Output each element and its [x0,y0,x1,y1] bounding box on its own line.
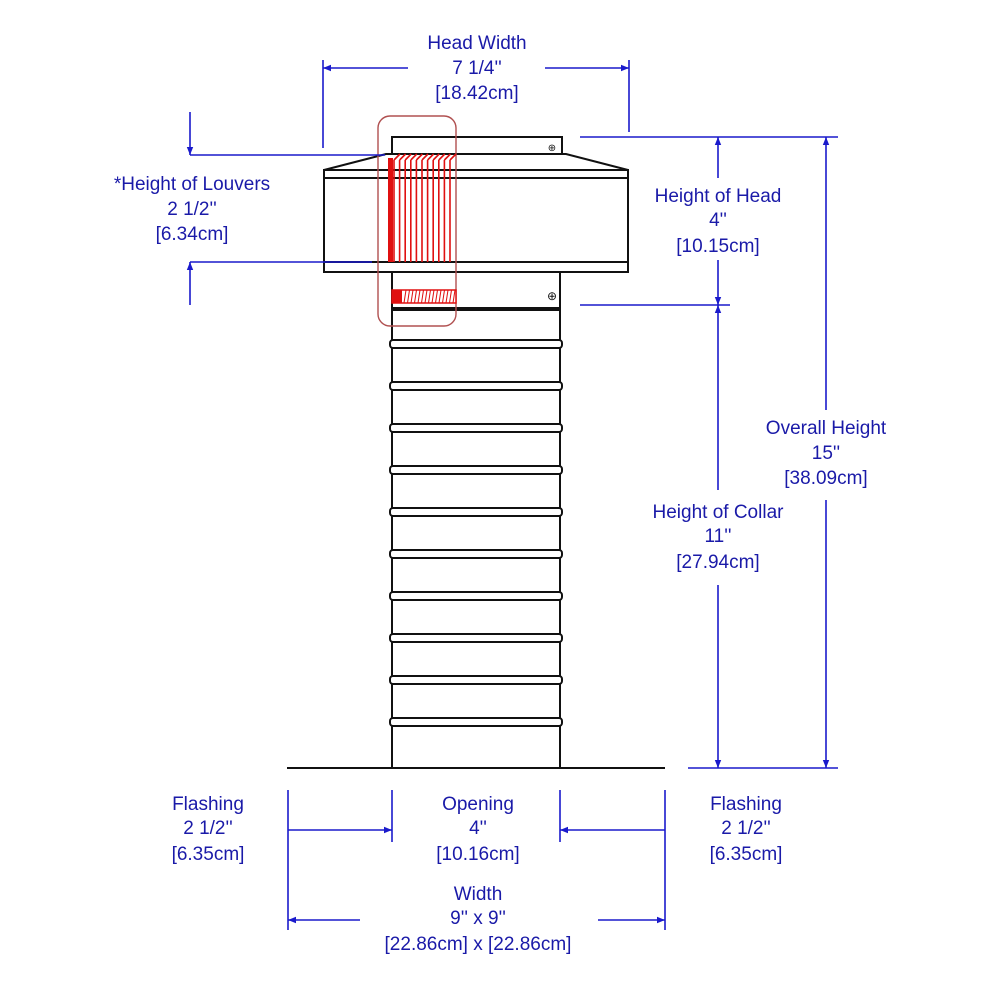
width-label: Width 9'' x 9'' [22.86cm] x [22.86cm] [385,884,572,955]
collar-ring [389,423,563,433]
flashing-right-label: Flashing 2 1/2'' [6.35cm] [710,794,783,865]
svg-text:9'' x 9'': 9'' x 9'' [450,908,506,929]
svg-text:11'': 11'' [705,526,732,547]
svg-text:[10.16cm]: [10.16cm] [436,844,519,865]
collar-ring [389,339,563,349]
svg-text:*Height of Louvers: *Height of Louvers [114,174,270,195]
svg-text:Flashing: Flashing [172,794,244,815]
louver-line [426,153,435,262]
svg-text:7 1/4'': 7 1/4'' [452,58,502,79]
svg-text:2 1/2'': 2 1/2'' [721,818,771,839]
louver-line [438,153,446,262]
collar-body [391,309,561,769]
svg-text:Height of Collar: Height of Collar [653,502,785,523]
head-width-label: Head Width 7 1/4'' [18.42cm] [427,33,526,104]
opening-label: Opening 4'' [10.16cm] [436,794,519,865]
svg-text:Height of Head: Height of Head [655,186,782,207]
collar-ring [389,717,563,727]
louver-highlight [377,115,457,327]
louver-line [443,153,451,262]
collar-ring [389,633,563,643]
louver-line [421,153,429,262]
svg-text:Opening: Opening [442,794,514,815]
louver-line [415,153,423,262]
svg-text:2 1/2'': 2 1/2'' [183,818,233,839]
svg-text:Head Width: Head Width [427,33,526,54]
svg-text:[6.35cm]: [6.35cm] [172,844,245,865]
collar-ring [389,591,563,601]
screw-icon: ⊕ [547,289,557,303]
svg-text:[22.86cm] x [22.86cm]: [22.86cm] x [22.86cm] [385,934,572,955]
louver-lines [388,153,457,262]
svg-text:Overall Height: Overall Height [766,418,887,439]
head-body [323,169,629,267]
svg-text:[6.35cm]: [6.35cm] [710,844,783,865]
svg-text:Flashing: Flashing [710,794,782,815]
louver-line [449,153,457,262]
louver-line [398,153,407,262]
louver-line [404,153,412,262]
louver-line [393,153,401,262]
collar-ring [389,465,563,475]
dimension-lines [186,60,838,930]
louver-line [432,153,440,262]
svg-text:2 1/2'': 2 1/2'' [167,199,217,220]
collar-ring [389,675,563,685]
flashing-left-label: Flashing 2 1/2'' [6.35cm] [172,794,245,865]
collar-ring [389,549,563,559]
svg-text:Width: Width [454,884,503,905]
head-height-label: Height of Head 4'' [10.15cm] [655,186,782,257]
svg-text:⊕: ⊕ [548,143,556,154]
svg-text:15'': 15'' [812,443,840,464]
svg-text:[38.09cm]: [38.09cm] [784,468,867,489]
collar-height-label: Height of Collar 11'' [27.94cm] [653,502,785,573]
collar-rings [389,339,563,727]
head-cap [323,153,629,171]
svg-text:[10.15cm]: [10.15cm] [676,236,759,257]
vent-drawing: ⊕ ⊕ [287,115,665,769]
svg-text:4'': 4'' [709,210,727,231]
louver-edge [388,158,393,262]
overall-height-label: Overall Height 15'' [38.09cm] [766,418,887,489]
cap-top [391,136,563,155]
louver-line [410,153,418,262]
svg-text:[27.94cm]: [27.94cm] [676,552,759,573]
svg-text:4'': 4'' [469,818,487,839]
collar-ring [389,381,563,391]
svg-text:[18.42cm]: [18.42cm] [435,83,518,104]
head-lip [323,261,629,273]
svg-text:[6.34cm]: [6.34cm] [156,224,229,245]
collar-ring [389,507,563,517]
louvers-label: *Height of Louvers 2 1/2'' [6.34cm] [114,174,270,245]
